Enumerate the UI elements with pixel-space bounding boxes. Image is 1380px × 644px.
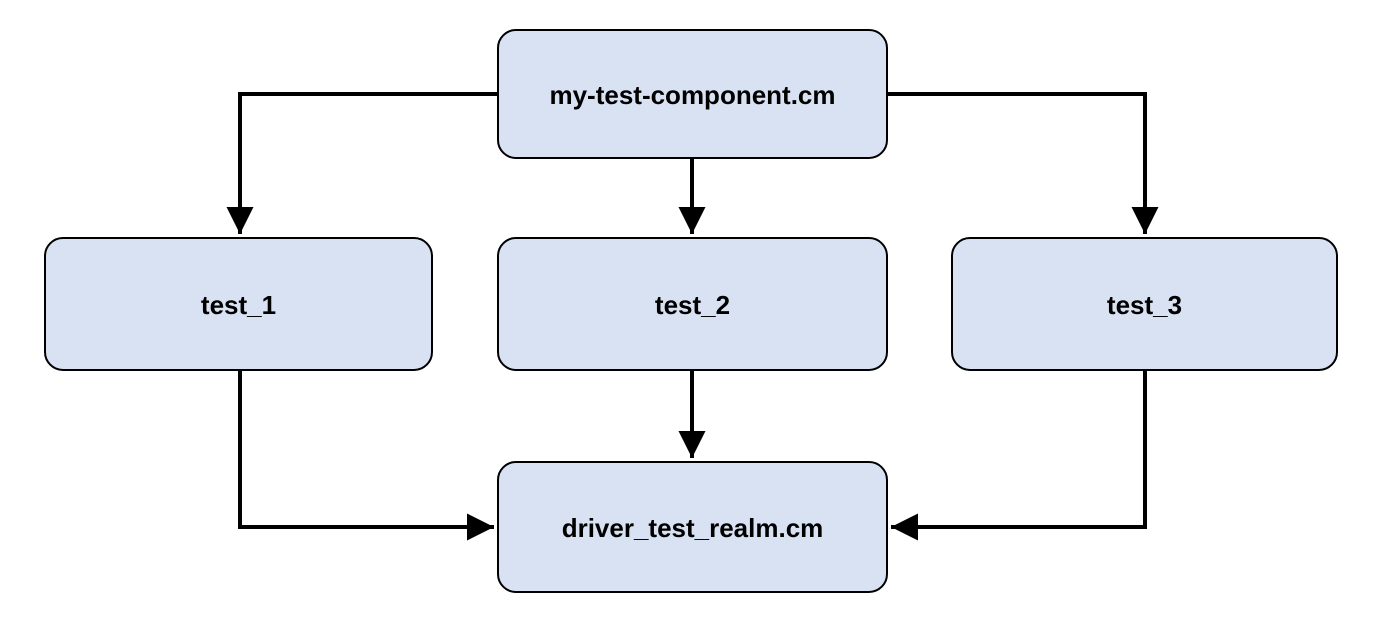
edge-my-test-component-to-test-1 bbox=[226, 92, 498, 234]
edge-my-test-component-to-test-3 bbox=[887, 92, 1159, 234]
node-box bbox=[497, 461, 888, 593]
node-label-test-1: test_1 bbox=[201, 290, 276, 320]
node-box bbox=[951, 237, 1338, 371]
node-label-my-test-component: my-test-component.cm bbox=[549, 80, 835, 110]
node-box bbox=[44, 237, 433, 371]
node-driver-test-realm: driver_test_realm.cm bbox=[497, 461, 888, 593]
node-label-test-2: test_2 bbox=[655, 290, 730, 320]
node-my-test-component: my-test-component.cm bbox=[497, 29, 888, 159]
node-test-2: test_2 bbox=[497, 237, 888, 371]
node-box bbox=[497, 237, 888, 371]
node-test-3: test_3 bbox=[951, 237, 1338, 371]
edge-test-3-to-driver-test-realm bbox=[891, 370, 1147, 541]
node-label-test-3: test_3 bbox=[1107, 290, 1182, 320]
node-label-driver-test-realm: driver_test_realm.cm bbox=[562, 513, 824, 543]
edge-test-1-to-driver-test-realm bbox=[238, 370, 494, 541]
node-box bbox=[497, 29, 888, 159]
node-test-1: test_1 bbox=[44, 237, 433, 371]
